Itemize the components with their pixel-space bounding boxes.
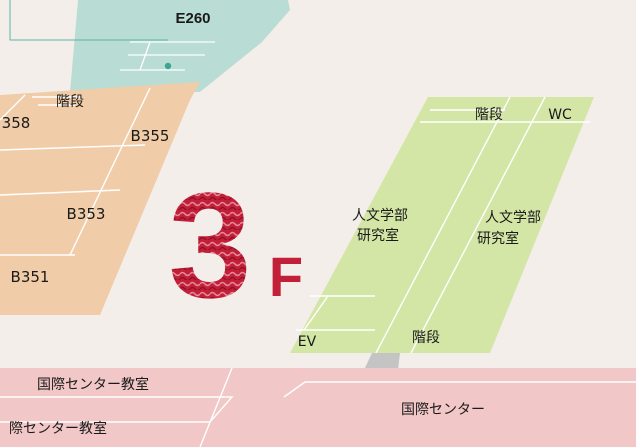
lab-right-label-line1[interactable]: 人文学部 bbox=[485, 210, 541, 226]
connector-corridor bbox=[364, 353, 400, 370]
center-classroom-lower-label[interactable]: 際センター教室 bbox=[9, 420, 107, 437]
lab-stairs-bottom-label: 階段 bbox=[412, 330, 440, 346]
room-b355-label[interactable]: B355 bbox=[131, 127, 170, 145]
ev-label: EV bbox=[298, 334, 317, 350]
building-e260[interactable]: E260 bbox=[9, 0, 290, 92]
location-dot bbox=[164, 62, 172, 70]
international-center-band: 国際センター教室 際センター教室 国際センター bbox=[0, 367, 636, 447]
lab-stairs-top-label: 階段 bbox=[475, 107, 503, 123]
annex-wing: 階段 358 B355 B353 B351 bbox=[0, 82, 200, 315]
lab-wing: 階段 WC 人文学部 研究室 人文学部 研究室 EV 階段 bbox=[290, 96, 594, 354]
building-e260-label: E260 bbox=[175, 10, 210, 27]
center-classroom-upper-label[interactable]: 国際センター教室 bbox=[37, 376, 149, 393]
wc-label: WC bbox=[548, 107, 572, 123]
floor-suffix: F bbox=[269, 245, 303, 308]
lab-left-label-line1[interactable]: 人文学部 bbox=[352, 208, 408, 224]
lab-right-label-line2[interactable]: 研究室 bbox=[477, 230, 519, 247]
room-b353-label[interactable]: B353 bbox=[67, 205, 106, 223]
room-358-label[interactable]: 358 bbox=[2, 114, 31, 132]
annex-stairs-label: 階段 bbox=[56, 94, 84, 110]
floor-badge: 3 F bbox=[168, 161, 303, 329]
room-b351-label[interactable]: B351 bbox=[11, 268, 50, 286]
floor-number: 3 bbox=[168, 161, 251, 329]
lab-left-label-line2[interactable]: 研究室 bbox=[357, 227, 399, 244]
international-center-label[interactable]: 国際センター bbox=[401, 402, 485, 418]
